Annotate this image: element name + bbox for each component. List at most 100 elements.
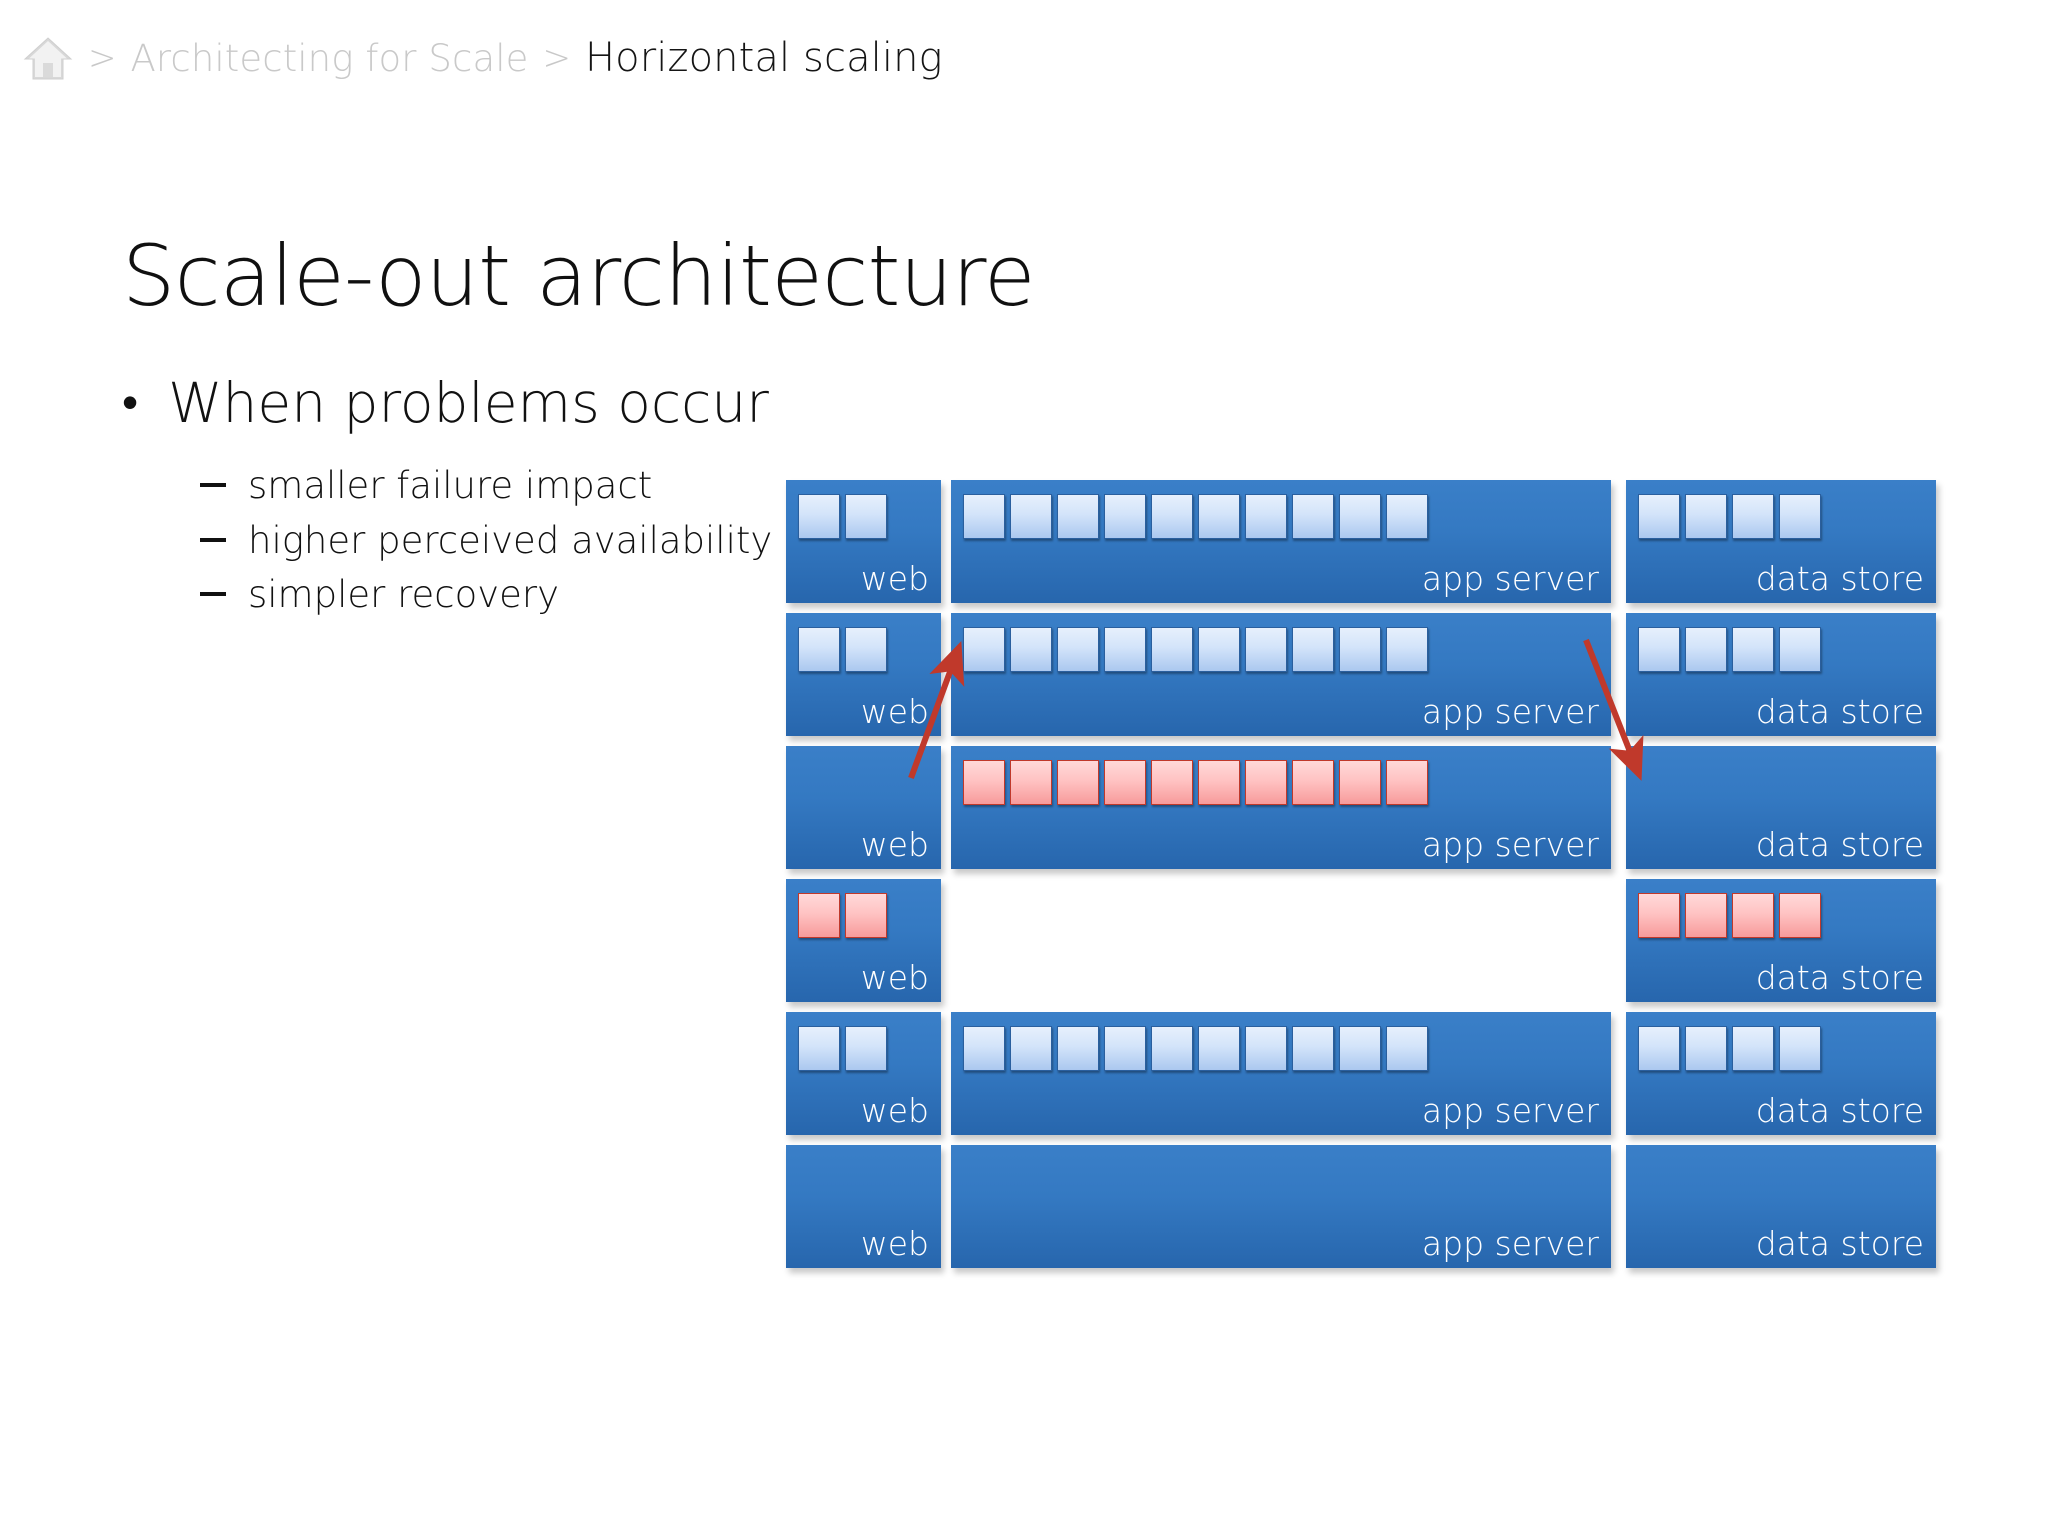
server-unit[interactable] — [845, 627, 887, 672]
server-unit[interactable] — [1339, 627, 1381, 672]
server-unit[interactable] — [1685, 494, 1727, 539]
server-unit[interactable] — [1732, 494, 1774, 539]
rack-panel-app[interactable]: app server — [951, 746, 1611, 869]
server-unit[interactable] — [1151, 627, 1193, 672]
rack-panel-datastore[interactable]: data store — [1626, 746, 1936, 869]
server-unit[interactable] — [1198, 494, 1240, 539]
unit-group — [798, 627, 887, 672]
server-unit[interactable] — [1638, 494, 1680, 539]
server-unit[interactable] — [1685, 1026, 1727, 1071]
server-unit[interactable] — [1292, 627, 1334, 672]
server-unit[interactable] — [1386, 1026, 1428, 1071]
server-unit[interactable] — [1779, 1026, 1821, 1071]
server-unit[interactable] — [1386, 627, 1428, 672]
server-unit[interactable] — [963, 494, 1005, 539]
server-unit[interactable] — [1779, 627, 1821, 672]
server-unit[interactable] — [1685, 627, 1727, 672]
server-unit[interactable] — [1198, 627, 1240, 672]
server-unit[interactable] — [798, 627, 840, 672]
sub-bullet-label: higher perceived availability — [248, 518, 773, 562]
server-unit[interactable] — [1104, 1026, 1146, 1071]
server-unit-alert[interactable] — [1685, 893, 1727, 938]
panel-label: data store — [1755, 692, 1924, 731]
unit-group — [963, 627, 1428, 672]
server-unit[interactable] — [963, 1026, 1005, 1071]
home-icon[interactable] — [22, 32, 74, 84]
unit-group — [963, 760, 1428, 805]
server-unit[interactable] — [1151, 1026, 1193, 1071]
unit-group — [798, 1026, 887, 1071]
server-unit[interactable] — [1732, 627, 1774, 672]
rack-panel-datastore[interactable]: data store — [1626, 1012, 1936, 1135]
rack-panel-app[interactable]: app server — [951, 1012, 1611, 1135]
server-unit[interactable] — [1104, 627, 1146, 672]
server-unit-alert[interactable] — [1151, 760, 1193, 805]
rack-panel-app[interactable] — [951, 879, 1611, 1002]
unit-group — [1638, 494, 1821, 539]
rack-panel-web[interactable]: web — [786, 1145, 941, 1268]
server-unit-alert[interactable] — [1638, 893, 1680, 938]
server-unit-alert[interactable] — [845, 893, 887, 938]
server-unit[interactable] — [1339, 494, 1381, 539]
server-unit[interactable] — [1010, 494, 1052, 539]
rack-panel-web[interactable]: web — [786, 480, 941, 603]
sub-bullet-0: smaller failure impact — [200, 459, 822, 513]
server-unit-alert[interactable] — [963, 760, 1005, 805]
breadcrumb-parent[interactable]: Architecting for Scale — [130, 36, 529, 80]
server-unit[interactable] — [1057, 1026, 1099, 1071]
server-unit[interactable] — [1245, 494, 1287, 539]
server-unit[interactable] — [1732, 1026, 1774, 1071]
rack-panel-datastore[interactable]: data store — [1626, 1145, 1936, 1268]
server-unit-alert[interactable] — [1198, 760, 1240, 805]
server-unit[interactable] — [1638, 1026, 1680, 1071]
unit-group — [798, 893, 887, 938]
server-unit[interactable] — [1010, 627, 1052, 672]
server-unit-alert[interactable] — [1292, 760, 1334, 805]
rack-panel-web[interactable]: web — [786, 746, 941, 869]
server-unit-alert[interactable] — [1104, 760, 1146, 805]
server-unit-alert[interactable] — [1057, 760, 1099, 805]
server-unit[interactable] — [1010, 1026, 1052, 1071]
server-unit-alert[interactable] — [1339, 760, 1381, 805]
server-unit[interactable] — [1245, 1026, 1287, 1071]
rack-panel-app[interactable]: app server — [951, 1145, 1611, 1268]
server-unit[interactable] — [1057, 627, 1099, 672]
rack-panel-datastore[interactable]: data store — [1626, 879, 1936, 1002]
rack-panel-app[interactable]: app server — [951, 613, 1611, 736]
rack-panel-web[interactable]: web — [786, 613, 941, 736]
server-unit-alert[interactable] — [798, 893, 840, 938]
server-unit[interactable] — [1339, 1026, 1381, 1071]
server-unit[interactable] — [963, 627, 1005, 672]
server-unit-alert[interactable] — [1386, 760, 1428, 805]
server-unit[interactable] — [798, 494, 840, 539]
server-unit-alert[interactable] — [1779, 893, 1821, 938]
server-unit[interactable] — [845, 1026, 887, 1071]
server-unit[interactable] — [1245, 627, 1287, 672]
bullet-primary: • When problems occur — [122, 371, 822, 435]
server-unit[interactable] — [1151, 494, 1193, 539]
server-unit[interactable] — [1292, 494, 1334, 539]
panel-label: web — [860, 692, 929, 731]
server-unit[interactable] — [1057, 494, 1099, 539]
unit-group — [1638, 893, 1821, 938]
server-unit[interactable] — [1104, 494, 1146, 539]
rack-panel-web[interactable]: web — [786, 1012, 941, 1135]
server-unit[interactable] — [845, 494, 887, 539]
server-unit[interactable] — [798, 1026, 840, 1071]
server-unit[interactable] — [1292, 1026, 1334, 1071]
server-unit[interactable] — [1198, 1026, 1240, 1071]
server-unit[interactable] — [1386, 494, 1428, 539]
rack-panel-datastore[interactable]: data store — [1626, 613, 1936, 736]
sub-bullet-label: simpler recovery — [248, 573, 560, 616]
rack-panel-datastore[interactable]: data store — [1626, 480, 1936, 603]
rack-panel-web[interactable]: web — [786, 879, 941, 1002]
server-unit[interactable] — [1779, 494, 1821, 539]
unit-group — [798, 494, 887, 539]
server-unit-alert[interactable] — [1245, 760, 1287, 805]
server-unit-alert[interactable] — [1010, 760, 1052, 805]
server-unit[interactable] — [1638, 627, 1680, 672]
server-unit-alert[interactable] — [1732, 893, 1774, 938]
rack-panel-app[interactable]: app server — [951, 480, 1611, 603]
